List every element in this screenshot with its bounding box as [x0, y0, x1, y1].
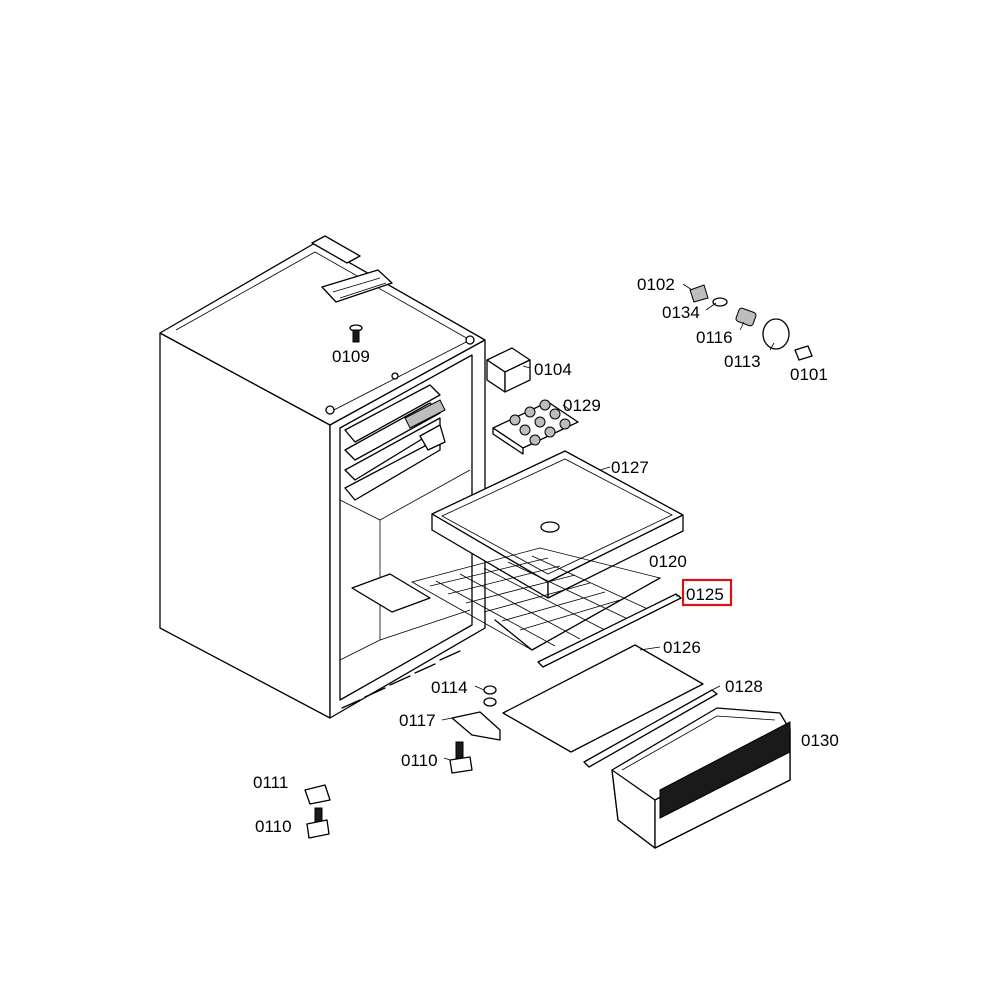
part-0110-foot-left [306, 807, 330, 839]
callout-0113: 0113 [724, 352, 761, 371]
part-0102 [689, 284, 709, 303]
part-0125-strip [537, 593, 682, 668]
part-0120-wire-rack [410, 547, 662, 651]
callout-0120: 0120 [649, 552, 687, 571]
callout-0125: 0125 [686, 585, 724, 604]
part-0130-crisper-drawer [611, 707, 791, 849]
part-0127-shelf [431, 450, 684, 599]
part-0126-glass-plate [502, 644, 704, 753]
callout-0110-left: 0110 [255, 817, 292, 836]
highlight-box-0125 [681, 578, 733, 607]
callout-0117: 0117 [399, 711, 436, 730]
part-0128-strip [583, 689, 718, 768]
callout-0128: 0128 [725, 677, 763, 696]
callout-0116: 0116 [696, 328, 733, 347]
part-0134 [712, 297, 728, 307]
leader-lines [441, 283, 775, 761]
callout-0102: 0102 [637, 275, 675, 294]
callout-0111: 0111 [253, 773, 288, 792]
part-0113-knob [762, 318, 790, 350]
callout-0126: 0126 [663, 638, 701, 657]
cabinet-body [159, 235, 486, 719]
callout-0104: 0104 [534, 360, 572, 379]
part-0101 [794, 345, 813, 361]
callout-labels: 0102 0134 0116 0113 0101 0109 0104 0129 … [253, 275, 839, 836]
part-0117-hinge [451, 711, 501, 741]
callout-0114: 0114 [431, 678, 468, 697]
part-0111-bracket [304, 784, 331, 805]
part-0104-bracket [486, 347, 531, 393]
callout-0130: 0130 [801, 731, 839, 750]
callout-0101: 0101 [790, 365, 828, 384]
bottom-vents [341, 650, 461, 709]
callout-0109: 0109 [332, 347, 370, 366]
callout-0127: 0127 [611, 458, 649, 477]
freezer-compartment [344, 384, 446, 501]
screw-0109 [349, 324, 363, 343]
part-0129-egg-tray [492, 399, 579, 455]
part-0116 [735, 307, 757, 327]
part-0114-washer [483, 685, 497, 707]
part-0110-foot-right [449, 741, 473, 774]
callout-0129: 0129 [563, 396, 601, 415]
callout-0134: 0134 [662, 303, 700, 322]
callout-0110-right: 0110 [401, 751, 438, 770]
